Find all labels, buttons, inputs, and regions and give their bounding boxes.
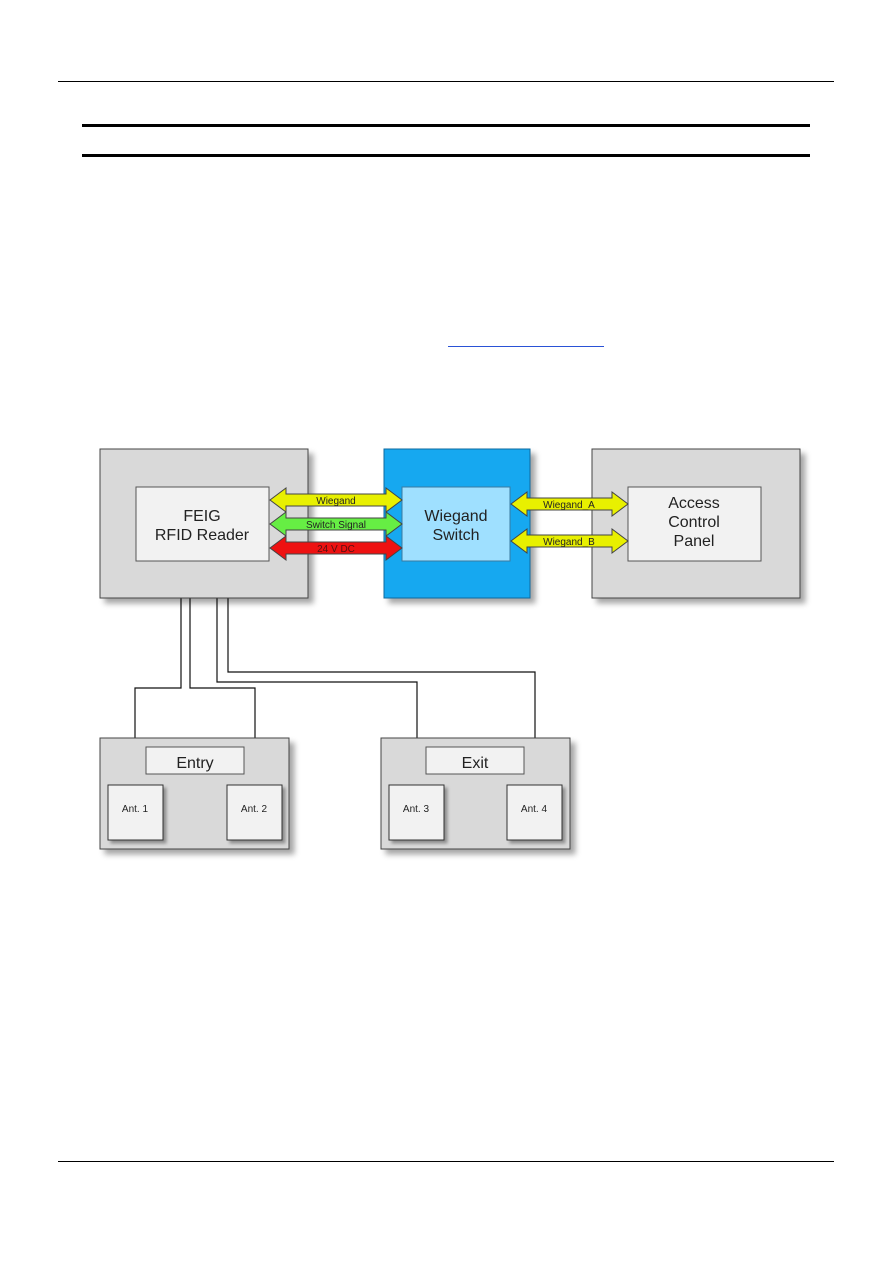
hyperlink-underline[interactable] <box>448 332 604 347</box>
antenna-cables <box>134 598 536 785</box>
antenna-1-label: Ant. 1 <box>122 804 149 815</box>
wiegand-a-arrow <box>510 491 629 517</box>
panel-label-line2: Control <box>668 514 720 531</box>
exit-label: Exit <box>462 755 489 772</box>
cable-ant-3 <box>216 598 418 785</box>
antenna-3-box <box>388 784 445 841</box>
antenna-4-box <box>506 784 563 841</box>
wiegand-b-arrow <box>510 528 629 554</box>
antenna-1-box <box>107 784 164 841</box>
power-arrow <box>269 535 403 561</box>
cable-ant-2 <box>189 598 256 785</box>
section-rule-top <box>82 124 810 127</box>
switch-label-line1: Wiegand <box>424 508 487 525</box>
switch-label-line2: Switch <box>432 527 479 544</box>
switch-signal-arrow-label: Switch Signal <box>306 520 366 531</box>
footer-rule <box>58 1161 834 1162</box>
exit-group: Exit Ant. 3 Ant. 4 <box>380 737 571 850</box>
reader-block: FEIG RFID Reader <box>99 448 309 599</box>
header-rule <box>58 81 834 82</box>
reader-switch-arrows: Wiegand Switch Signal 24 V DC <box>269 487 403 561</box>
cable-ant-1 <box>134 598 182 785</box>
entry-group: Entry Ant. 1 Ant. 2 <box>99 737 290 850</box>
exit-label-box <box>425 746 525 775</box>
reader-inner-box <box>135 486 270 562</box>
entry-label-box <box>145 746 245 775</box>
section-rule-bottom <box>82 154 810 157</box>
panel-inner-box <box>627 486 762 562</box>
panel-label-line1: Access <box>668 495 720 512</box>
reader-label-line2: RFID Reader <box>155 527 250 544</box>
panel-block: Access Control Panel <box>591 448 801 599</box>
cable-ant-4 <box>227 598 536 785</box>
power-arrow-label: 24 V DC <box>317 544 355 555</box>
switch-panel-arrows: Wiegand_A Wiegand_B <box>510 491 629 554</box>
reader-label-line1: FEIG <box>183 508 220 525</box>
entry-label: Entry <box>176 755 213 772</box>
wiegand-b-arrow-label: Wiegand_B <box>543 537 595 548</box>
antenna-2-label: Ant. 2 <box>241 804 268 815</box>
switch-block: Wiegand Switch <box>383 448 531 599</box>
wiegand-a-arrow-label: Wiegand_A <box>543 500 595 511</box>
antenna-2-box <box>226 784 283 841</box>
antenna-4-label: Ant. 4 <box>521 804 548 815</box>
wiegand-arrow-label: Wiegand <box>316 496 355 507</box>
antenna-3-label: Ant. 3 <box>403 804 430 815</box>
panel-label-line3: Panel <box>674 533 715 550</box>
switch-inner-box <box>401 486 511 562</box>
panel-outer-box <box>591 448 801 599</box>
wiegand-arrow <box>269 487 403 513</box>
switch-signal-arrow <box>269 511 403 537</box>
